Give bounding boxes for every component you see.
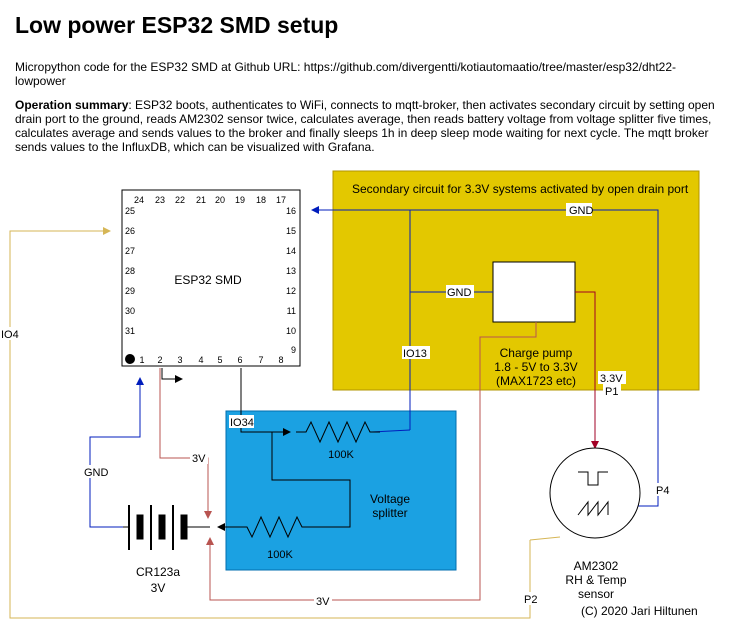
pin-label: 9: [291, 345, 296, 355]
sensor-label-2: RH & Temp: [565, 573, 626, 587]
pump-bottom-wire: [493, 322, 537, 338]
page-title: Low power ESP32 SMD setup: [15, 12, 339, 38]
power-wire-top: [159, 368, 212, 519]
intro-text: Micropython code for the ESP32 SMD at Gi…: [15, 60, 677, 88]
wire-labels: GND GND GND IO13 IO34 IO4 3V 3V 3.3V P1 …: [0, 203, 672, 608]
charge-pump-label-2: 1.8 - 5V to 3.3V: [494, 360, 577, 374]
battery: CR123a 3V: [123, 505, 210, 595]
label-p1: P1: [605, 386, 618, 398]
voltage-splitter-label-2: splitter: [372, 506, 407, 520]
pin-label: 30: [125, 306, 135, 316]
pin-label: 1: [139, 355, 144, 365]
esp32-right-pins: 16 15 14 13 12 11 10 9: [286, 206, 296, 355]
charge-pump: Charge pump 1.8 - 5V to 3.3V (MAX1723 et…: [492, 261, 578, 388]
gnd-wire-top: [311, 206, 659, 485]
battery-label-2: 3V: [151, 581, 166, 595]
pin-label: 3: [177, 355, 182, 365]
io34-line: [161, 368, 380, 539]
resistor-bottom: [217, 515, 312, 539]
pin-label: 24: [134, 195, 144, 205]
pin3-wire: [161, 368, 183, 383]
pin-label: 7: [258, 355, 263, 365]
pin-label: 22: [175, 195, 185, 205]
pin-label: 13: [286, 266, 296, 276]
pin-label: 26: [125, 226, 135, 236]
pin-label: 21: [196, 195, 206, 205]
pump-output-wire: [575, 291, 599, 449]
pin-label: 15: [286, 226, 296, 236]
pin1-dot: [125, 354, 135, 364]
label-gnd-battery: GND: [84, 467, 109, 479]
pin-label: 11: [287, 306, 296, 316]
pin-label: 27: [125, 246, 135, 256]
pin-label: 6: [237, 355, 242, 365]
am2302-sensor: AM2302 RH & Temp sensor: [549, 447, 641, 601]
resistor-bottom-value: 100K: [267, 549, 293, 561]
sensor-body: [549, 447, 641, 539]
esp32-left-pins: 25 26 27 28 29 30 31: [125, 206, 135, 336]
pin-label: 17: [276, 195, 286, 205]
voltage-splitter: Voltage splitter: [225, 410, 457, 571]
sensor-label-3: sensor: [578, 587, 614, 601]
pin-label: 20: [215, 195, 225, 205]
p2-wire: [529, 536, 561, 541]
io34-wire: [240, 368, 291, 436]
power-wires: [159, 336, 493, 601]
pin-label: 8: [278, 355, 283, 365]
label-io4: IO4: [1, 329, 19, 341]
voltage-splitter-label-1: Voltage: [370, 492, 410, 506]
pin-label: 19: [235, 195, 245, 205]
label-io13: IO13: [403, 348, 427, 360]
summary-heading: Operation summary: [15, 98, 129, 112]
summary-text: : ESP32 boots, authenticates to WiFi, co…: [15, 98, 715, 154]
label-3v-top: 3V: [192, 453, 206, 465]
resistor-top-value: 100K: [328, 449, 354, 461]
pin-label: 18: [256, 195, 266, 205]
pin-label: 2: [157, 355, 162, 365]
copyright: (C) 2020 Jari Hiltunen: [581, 604, 698, 618]
pin-label: 5: [217, 355, 222, 365]
charge-pump-box: [492, 261, 576, 323]
pin-label: 25: [125, 206, 135, 216]
resistor-top: [296, 420, 380, 444]
pin-label: 10: [286, 326, 296, 336]
pin-label: 29: [125, 286, 135, 296]
pin-label: 23: [155, 195, 165, 205]
esp32-bottom-pins: 1 2 3 4 5 6 7 8: [139, 355, 283, 365]
label-gnd-pump: GND: [447, 287, 472, 299]
pump-output: [575, 291, 599, 449]
esp32-top-pins: 24 23 22 21 20 19 18 17: [134, 195, 286, 205]
label-p2: P2: [524, 594, 537, 606]
pin-label: 16: [286, 206, 296, 216]
sensor-wave-icon: [578, 471, 608, 486]
charge-pump-label-1: Charge pump: [500, 346, 573, 360]
charge-pump-label-3: (MAX1723 etc): [496, 374, 576, 388]
label-3v-bottom: 3V: [316, 596, 330, 608]
gnd-wire-battery: [89, 377, 144, 528]
esp32-chip: ESP32 SMD 24 23 22 21 20 19 18 17 25 26 …: [121, 189, 301, 367]
secondary-circuit-title: Secondary circuit for 3.3V systems activ…: [352, 182, 689, 196]
pin-label: 28: [125, 266, 135, 276]
splitter-link: [271, 432, 351, 528]
power-wire-bottom: [206, 336, 493, 601]
sensor-label-1: AM2302: [574, 559, 619, 573]
voltage-splitter-box: [225, 410, 457, 571]
label-3v3: 3.3V: [600, 373, 623, 385]
esp32-label: ESP32 SMD: [174, 273, 242, 287]
pin-label: 14: [286, 246, 296, 256]
operation-summary: Operation summary: ESP32 boots, authenti…: [15, 98, 715, 154]
label-io34: IO34: [230, 417, 254, 429]
label-p4: P4: [656, 485, 669, 497]
esp32-body: [121, 189, 301, 367]
pin-label: 4: [198, 355, 203, 365]
sensor-saw-icon: [577, 500, 609, 517]
pin-label: 12: [286, 286, 296, 296]
battery-label-1: CR123a: [136, 565, 180, 579]
pin-label: 31: [125, 326, 135, 336]
label-gnd-top: GND: [569, 205, 594, 217]
